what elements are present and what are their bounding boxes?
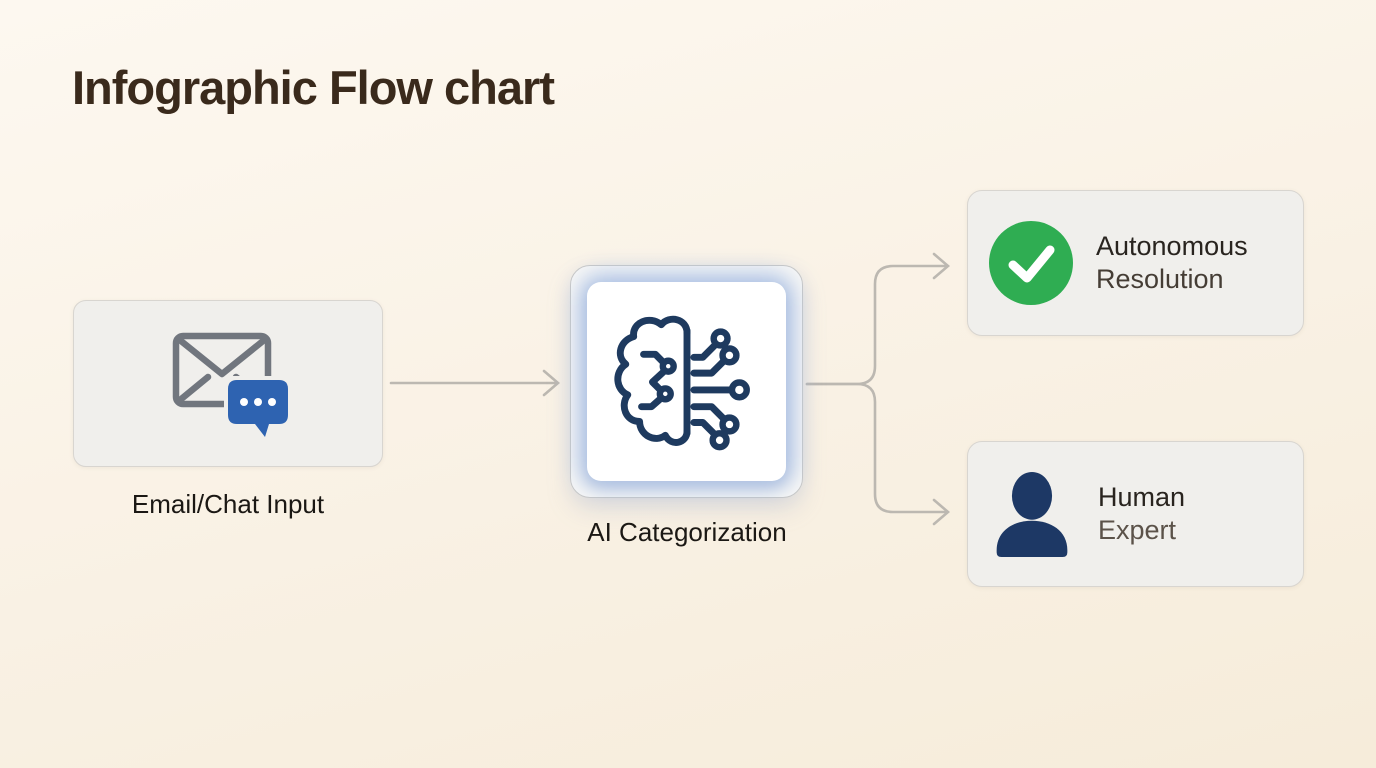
ai-categorization-box: [570, 265, 803, 498]
email-chat-input-box: [73, 300, 383, 467]
human-expert-text: Human Expert: [1098, 481, 1185, 547]
page-title: Infographic Flow chart: [72, 61, 555, 114]
human-line1: Human: [1098, 482, 1186, 512]
autonomous-line2: Resolution: [1096, 264, 1224, 294]
arrow-ai-to-autonomous: [805, 252, 950, 386]
person-icon: [996, 471, 1068, 557]
chat-bubble-icon: [224, 376, 293, 442]
arrow-ai-to-human: [805, 382, 950, 526]
email-chat-input-label: Email/Chat Input: [131, 489, 325, 519]
ai-categorization-label: AI Categorization: [587, 517, 787, 547]
autonomous-line1: Autonomous: [1096, 231, 1248, 261]
autonomous-resolution-box: Autonomous Resolution: [967, 190, 1304, 336]
ai-card: [587, 282, 786, 481]
check-circle-icon: [989, 221, 1073, 305]
arrow-input-to-ai: [389, 369, 560, 397]
human-expert-box: Human Expert: [967, 441, 1304, 587]
human-line2: Expert: [1098, 515, 1177, 545]
envelope-with-chat-bubble-icon: [172, 332, 294, 444]
brain-circuit-icon: [613, 315, 750, 450]
autonomous-resolution-text: Autonomous Resolution: [1096, 230, 1248, 296]
